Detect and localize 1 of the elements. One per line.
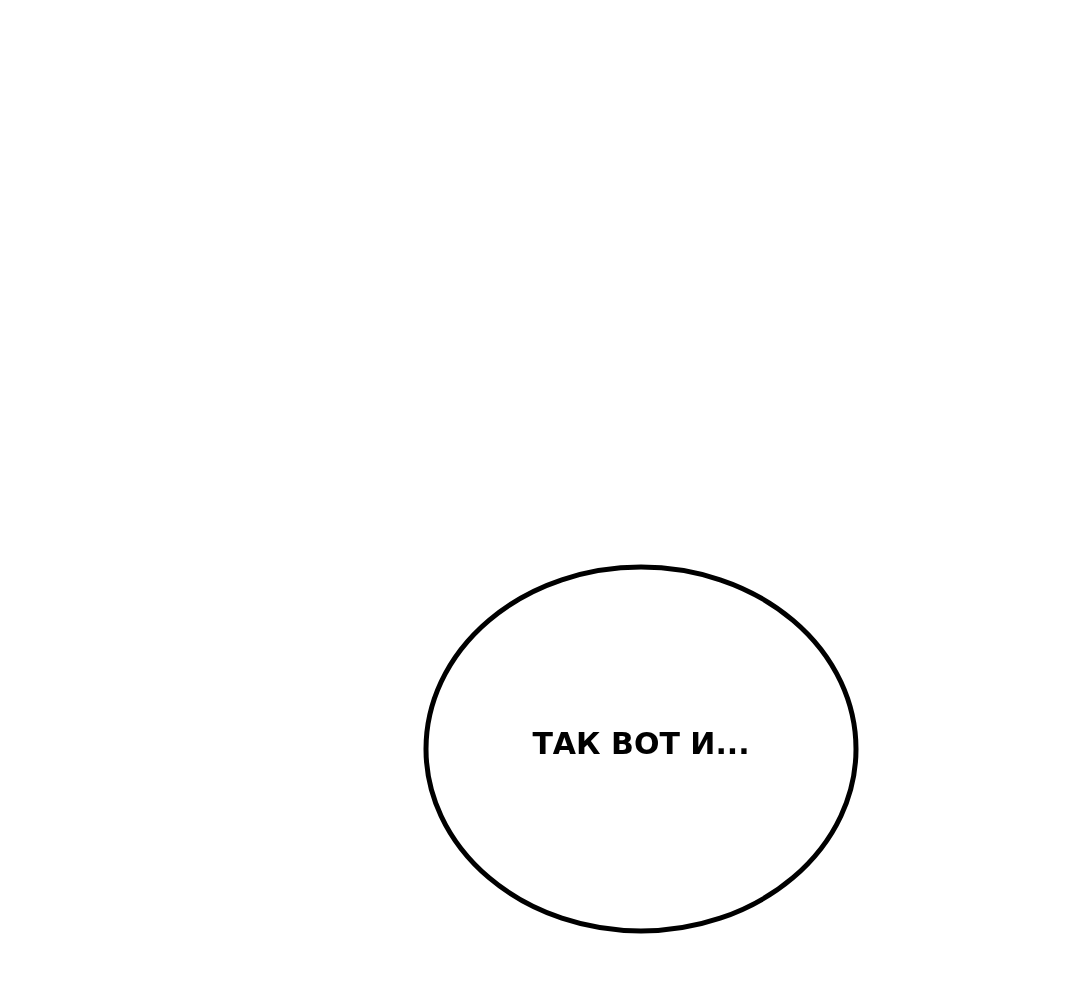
speech-text: ТАК ВОТ И... [532,726,750,761]
